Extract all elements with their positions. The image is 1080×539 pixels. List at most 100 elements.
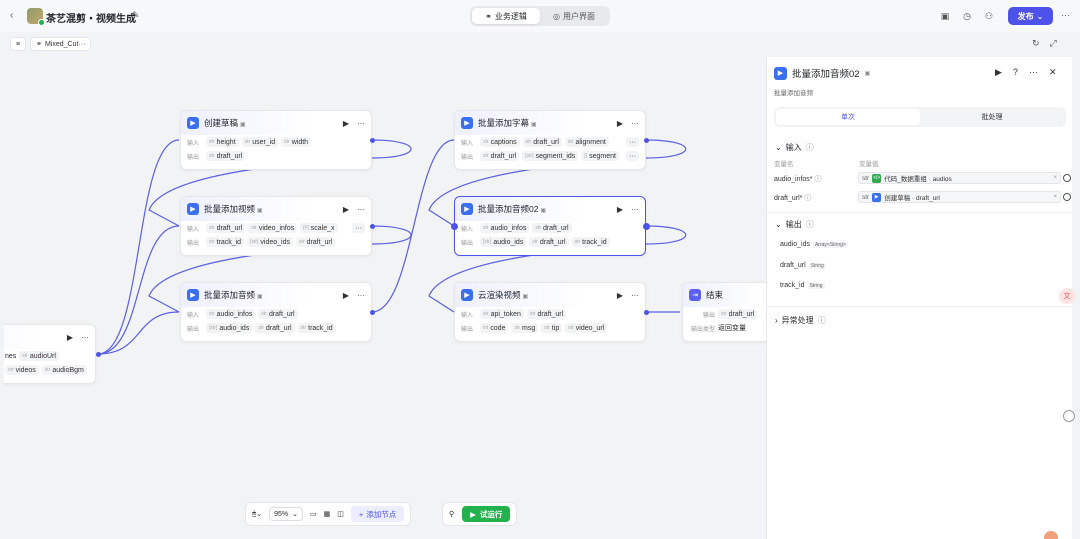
tab-batch[interactable]: 批处理 (981, 114, 1003, 121)
minimap-icon[interactable]: ◫ (337, 511, 344, 518)
input-value-field[interactable]: str ▶ 创建草稿 · draft_url × (858, 191, 1061, 203)
more-icon[interactable]: ··· (81, 332, 89, 342)
grid-layout-icon[interactable]: ▦ (323, 511, 331, 518)
publish-channel-icon[interactable]: ▣ (940, 10, 950, 21)
avatar[interactable] (1044, 531, 1058, 539)
edge-layer (97, 139, 687, 355)
more-icon[interactable]: ··· (1028, 67, 1038, 77)
settings-circle-icon[interactable] (1063, 193, 1071, 201)
output-port[interactable] (643, 223, 650, 230)
expand-icon[interactable]: ⤢ (1049, 38, 1057, 48)
more-icon[interactable]: ··· (631, 118, 639, 128)
play-icon[interactable]: ▶ (342, 290, 349, 300)
mouse-mode-icon[interactable]: 🖱⌄ (252, 510, 263, 518)
plugin-icon: ▶ (461, 289, 473, 301)
history-icon[interactable]: ◷ (963, 10, 971, 21)
tab-single[interactable]: 单次 (776, 109, 920, 125)
play-icon[interactable]: ▶ (342, 118, 349, 128)
more-icon[interactable]: ··· (1061, 10, 1070, 20)
play-icon[interactable]: ▶ (616, 290, 623, 300)
var-pill: [str]segment_ids (522, 151, 579, 161)
output-port[interactable] (370, 310, 375, 315)
play-icon[interactable]: ▶ (616, 118, 623, 128)
palette-icon: ◎ (553, 11, 560, 21)
help-icon[interactable]: ? (1012, 67, 1018, 77)
more-icon[interactable]: ··· (357, 290, 365, 300)
input-value-field[interactable]: str </> 代码_数据重组 · audios × (858, 172, 1061, 184)
info-icon: ⓘ (817, 316, 826, 325)
more-pill: ··· (626, 137, 639, 147)
workflow-name-chip[interactable]: ⚭Mixed_Cut··· (30, 37, 92, 51)
add-node-button[interactable]: +添加节点 (350, 506, 405, 522)
output-port[interactable] (370, 138, 375, 143)
edit-icon[interactable]: ✎ (132, 10, 140, 20)
var-pill: [str]audio_ids (480, 237, 527, 247)
more-icon[interactable]: ··· (631, 204, 639, 214)
output-port[interactable] (644, 310, 649, 315)
play-icon[interactable]: ▶ (66, 332, 73, 342)
debug-icon[interactable]: ⚲ (449, 511, 455, 518)
publish-button[interactable]: 发布⌄ (1008, 7, 1053, 25)
tab-user-interface[interactable]: ◎用户界面 (553, 11, 595, 21)
var-pill: [str]audio_ids (206, 323, 253, 333)
back-icon[interactable]: ‹ (10, 10, 14, 21)
close-icon[interactable]: ✕ (1048, 67, 1057, 77)
verified-icon (38, 19, 45, 26)
chevron-down-icon: ⌄ (292, 511, 298, 518)
edge (97, 225, 180, 355)
comment-icon[interactable]: ▭ (309, 511, 317, 518)
output-port[interactable] (370, 224, 375, 229)
more-icon[interactable]: ··· (357, 204, 365, 214)
tab-business-logic[interactable]: ⚭业务逻辑 (472, 8, 540, 24)
zoom-select[interactable]: 95%⌄ (269, 507, 303, 521)
collaborator-icon[interactable]: ⚇ (984, 10, 994, 21)
play-icon[interactable]: ▶ (342, 204, 349, 214)
more-pill: ··· (352, 223, 365, 233)
refresh-icon[interactable]: ↻ (1032, 38, 1040, 48)
play-icon: ▶ (470, 509, 476, 519)
translate-assistant-icon[interactable]: 文 (1059, 288, 1075, 304)
clear-icon: × (1053, 194, 1057, 200)
input-port[interactable] (451, 223, 458, 230)
more-icon[interactable]: ··· (357, 118, 365, 128)
play-icon[interactable]: ▶ (616, 204, 623, 214)
run-toolbar: ⚲ ▶试运行 (442, 502, 518, 526)
floating-assistant-icon[interactable] (1063, 410, 1075, 422)
output-port[interactable] (96, 352, 101, 357)
clear-icon: × (1053, 175, 1057, 181)
test-run-button[interactable]: ▶试运行 (462, 506, 511, 522)
plugin-icon: ▶ (774, 66, 787, 80)
more-icon[interactable]: ··· (631, 290, 639, 300)
play-icon[interactable]: ▶ (995, 67, 1002, 77)
output-port[interactable] (644, 138, 649, 143)
collapse-panel-button[interactable]: ≡ (10, 37, 27, 51)
plugin-icon: ▶ (872, 192, 882, 202)
plugin-tag-icon: ▣ (240, 122, 246, 128)
view-switcher: ⚭业务逻辑 ◎用户界面 (470, 6, 610, 26)
settings-circle-icon[interactable] (1063, 174, 1071, 182)
plugin-icon: ▶ (461, 203, 473, 215)
